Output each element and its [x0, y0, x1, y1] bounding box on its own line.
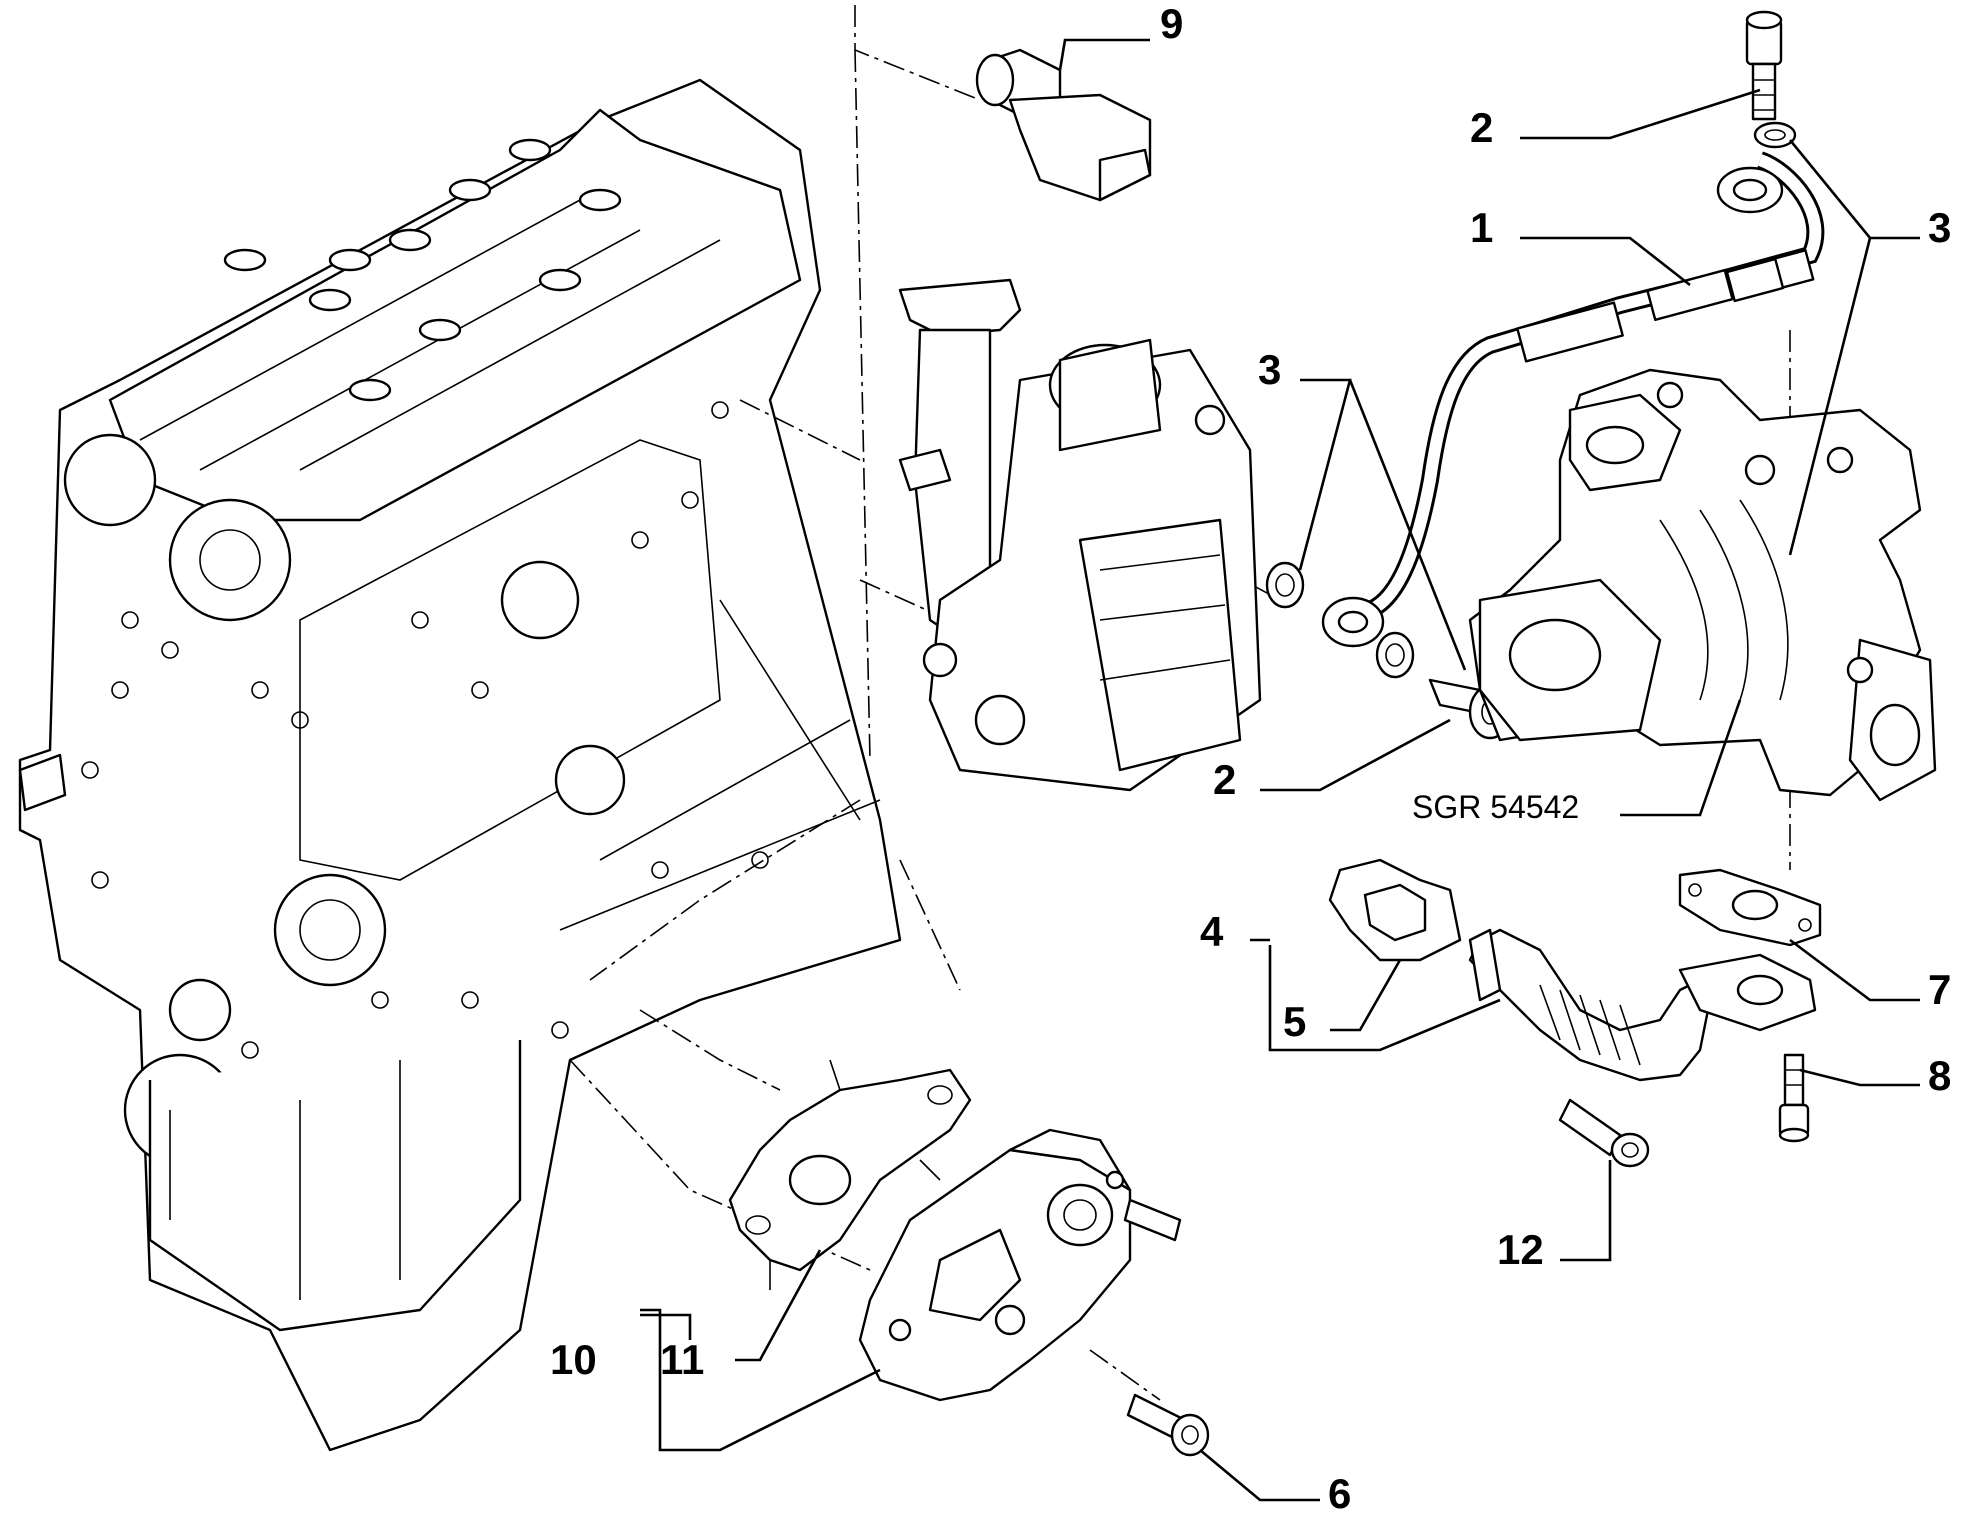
callout-12: 12	[1497, 1226, 1544, 1273]
callout-10: 10	[550, 1336, 597, 1383]
callout-2-top: 2	[1470, 104, 1493, 151]
callout-labels: 9 2 1 3 3 2 SGR 54542 4 5 7 8 12 10 11 6	[550, 0, 1951, 1517]
bolt-part-12	[1558, 1098, 1650, 1168]
callout-6: 6	[1328, 1470, 1351, 1517]
callout-9: 9	[1160, 0, 1183, 47]
gasket-part-11	[728, 1059, 972, 1290]
leader-lines	[640, 38, 1920, 1502]
callout-3-right: 3	[1928, 204, 1951, 251]
thermostat-housing-illustration	[898, 278, 1262, 792]
engine-block-illustration	[18, 78, 902, 1452]
gasket-part-5	[1328, 858, 1462, 962]
turbocharger-illustration	[1468, 368, 1937, 802]
bolt-part-8	[1778, 1053, 1810, 1143]
bolt-part-6	[1123, 1198, 1210, 1457]
callout-3-mid: 3	[1258, 346, 1281, 393]
callout-5: 5	[1283, 998, 1306, 1045]
gasket-part-7	[1678, 868, 1822, 947]
callout-4: 4	[1200, 908, 1224, 955]
callout-7: 7	[1928, 966, 1951, 1013]
oil-pipe-part-1	[1321, 151, 1825, 648]
egr-valve-part-10	[858, 1128, 1132, 1402]
callout-11: 11	[660, 1336, 704, 1383]
egr-pipe-part-4	[1468, 928, 1817, 1082]
callout-1: 1	[1470, 204, 1493, 251]
sensor-part-9	[975, 48, 1152, 202]
callout-8: 8	[1928, 1052, 1951, 1099]
callout-2-mid: 2	[1213, 756, 1236, 803]
reference-code: SGR 54542	[1412, 789, 1579, 825]
